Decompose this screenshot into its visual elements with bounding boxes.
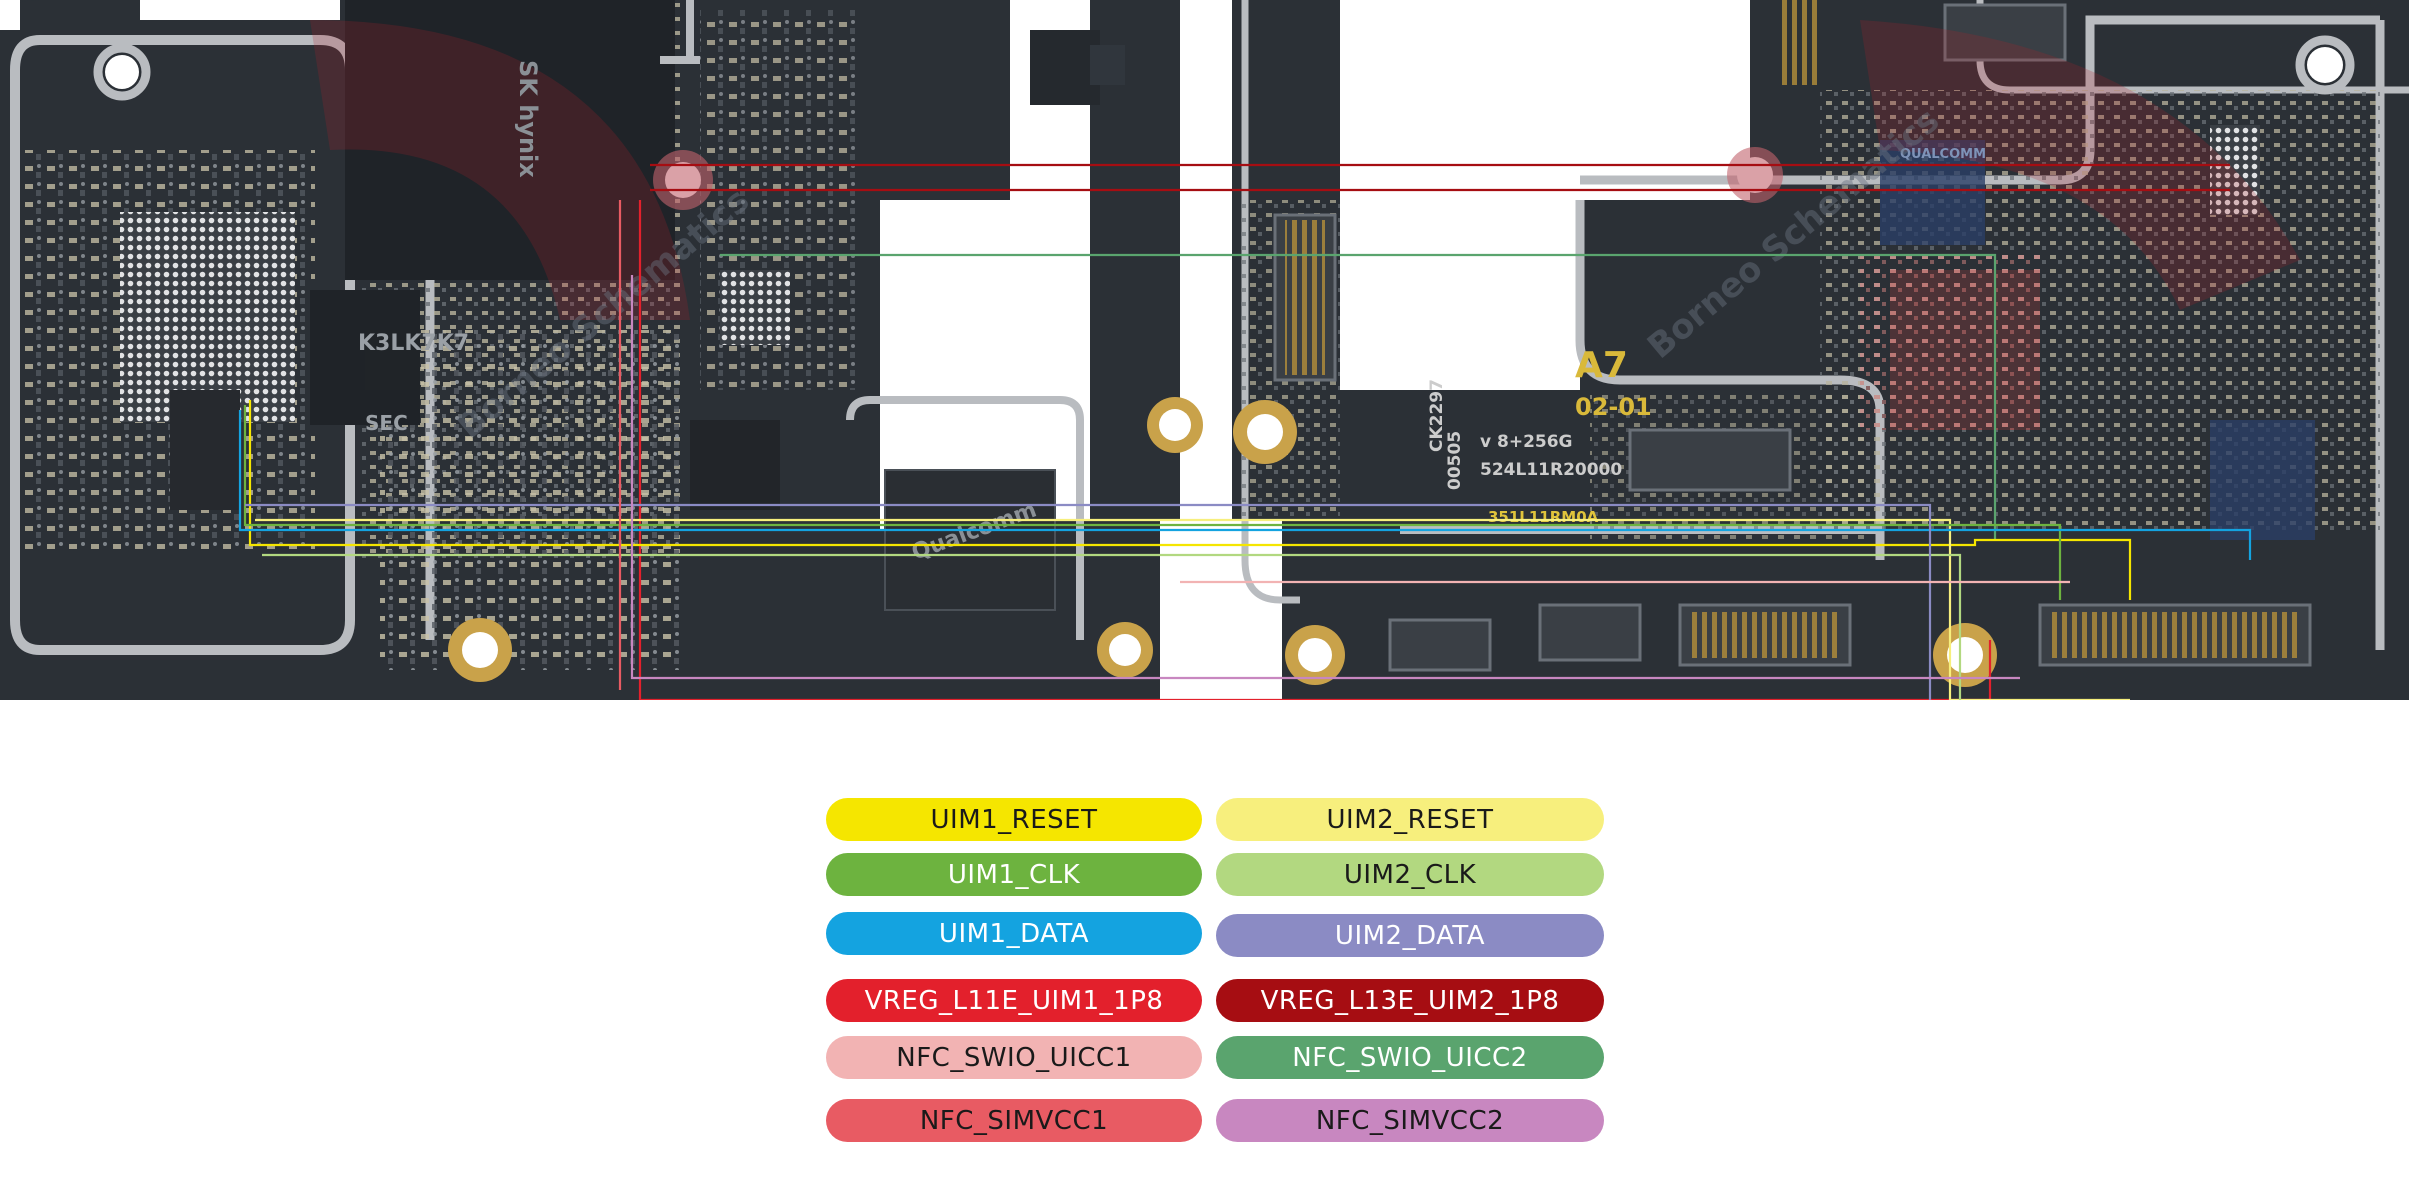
legend-uim2-reset: UIM2_RESET [1216,798,1604,841]
silkscreen-board-code: 524L11R20000 [1480,460,1622,480]
legend-uim1-clk: UIM1_CLK [826,853,1202,896]
legend-vreg-l11e-uim1-1p8: VREG_L11E_UIM1_1P8 [826,979,1202,1022]
signal-traces [238,163,2252,700]
trace-uim1-data [238,410,2252,560]
silkscreen-ck: CK2297 [1427,379,1447,452]
silkscreen-revision: 02-01 [1575,393,1652,421]
silkscreen-part-number: 351L11RM0A [1488,508,1599,526]
legend-uim2-clk: UIM2_CLK [1216,853,1604,896]
legend-nfc-simvcc2: NFC_SIMVCC2 [1216,1099,1604,1142]
trace-vreg-l13e [650,163,2230,192]
legend-nfc-simvcc1: NFC_SIMVCC1 [826,1099,1202,1142]
pcb-board-photo: A7 02-01 351L11RM0A 524L11R20000 v 8+256… [0,0,2409,700]
silkscreen-memory-config: v 8+256G [1480,432,1573,452]
trace-nfc-simvcc2 [630,275,2020,680]
trace-uim1-reset [248,400,2132,600]
trace-uim2-clk [262,553,1962,700]
trace-uim1-clk [243,405,2062,600]
silkscreen-sec: SEC [365,411,408,435]
legend-uim1-reset: UIM1_RESET [826,798,1202,841]
legend-uim1-data: UIM1_DATA [826,912,1202,955]
silkscreen-lot: 00505 [1445,431,1465,490]
silkscreen-a7: A7 [1575,345,1628,386]
trace-uim2-reset [255,518,2130,700]
silkscreen-qualcomm-chip: QUALCOMM [1900,147,1986,162]
silkscreen-ram-model: K3LK7K7 [358,331,469,356]
legend-nfc-swio-uicc1: NFC_SWIO_UICC1 [826,1036,1202,1079]
legend-nfc-swio-uicc2: NFC_SWIO_UICC2 [1216,1036,1604,1079]
legend-uim2-data: UIM2_DATA [1216,914,1604,957]
trace-uim2-data [245,503,1932,700]
silkscreen-sk-hynix: SK hynix [514,60,542,178]
trace-vreg-l11e [638,200,1992,700]
trace-nfc-swio-uicc2 [720,253,1997,540]
legend-vreg-l13e-uim2-1p8: VREG_L13E_UIM2_1P8 [1216,979,1604,1022]
